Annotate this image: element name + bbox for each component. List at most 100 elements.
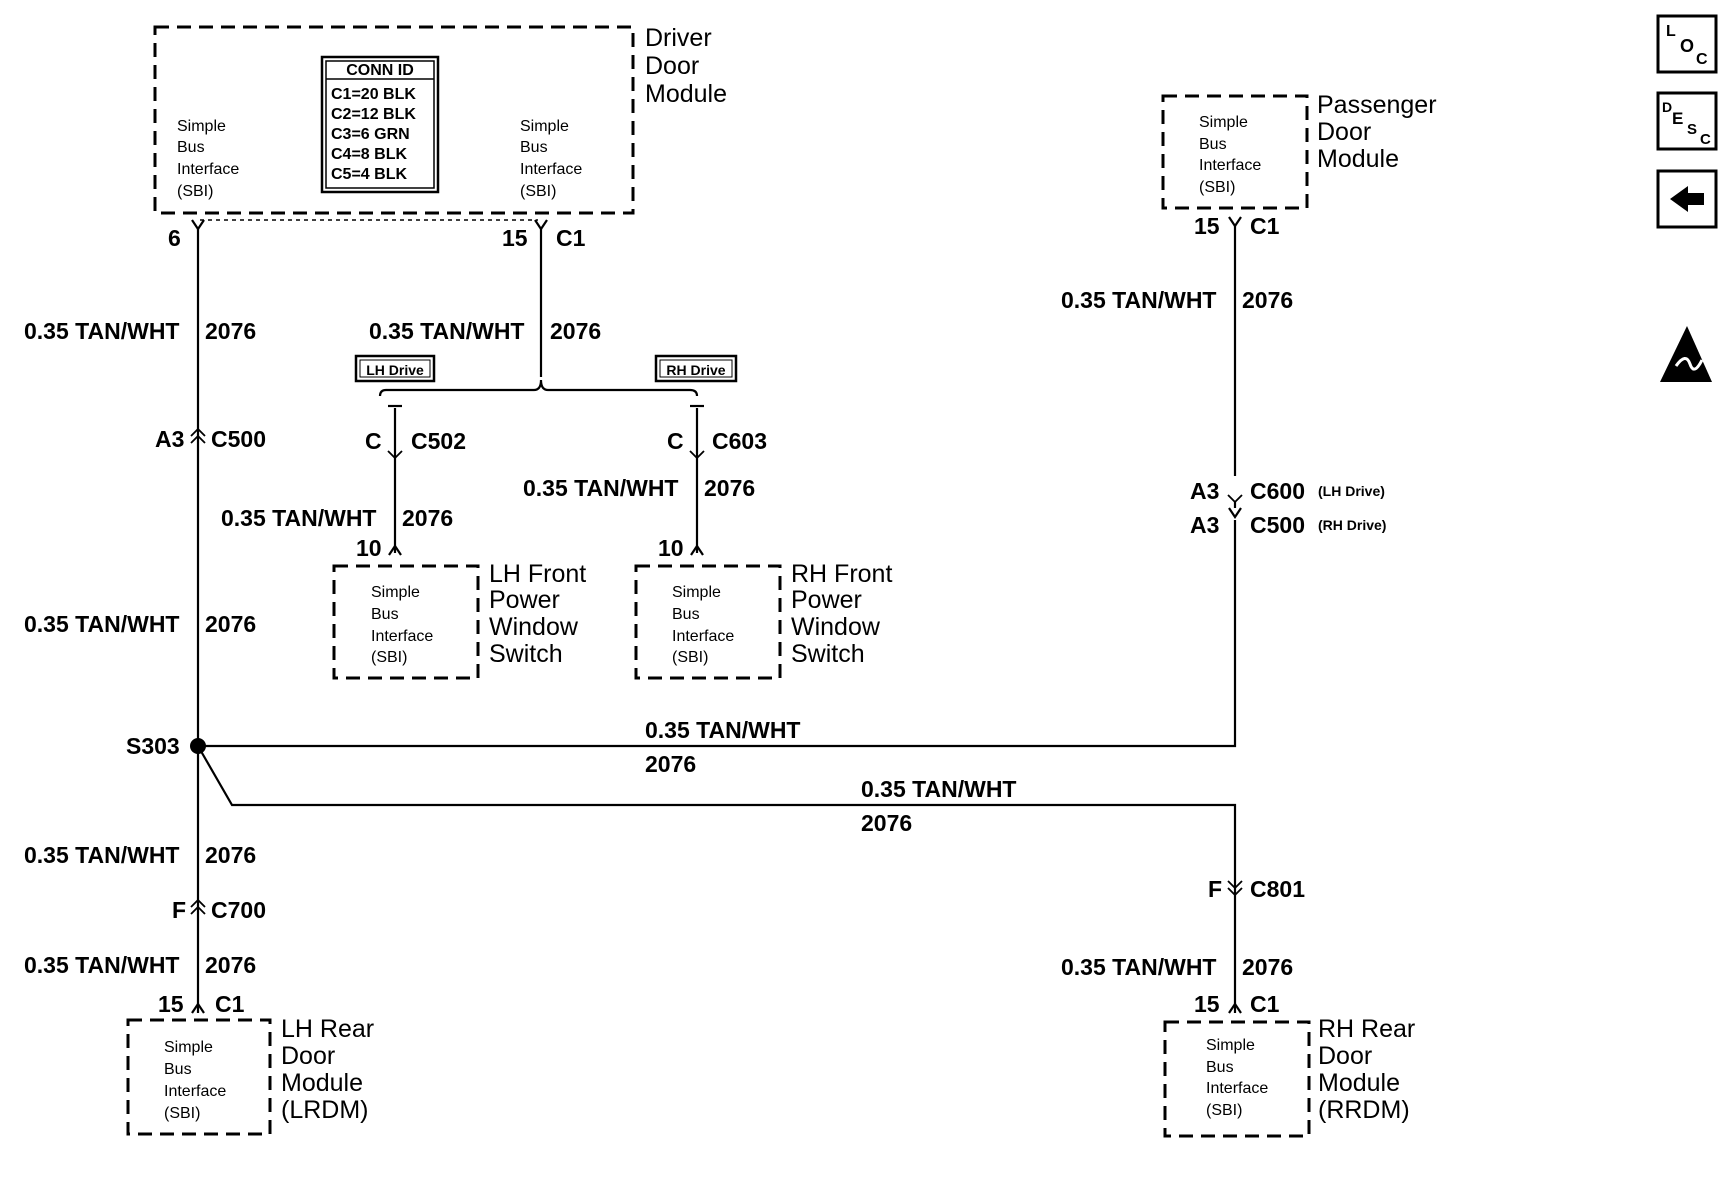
driver-door-module: Driver Door Module Simple Bus Interface … xyxy=(153,24,727,215)
circuit-label: 2076 xyxy=(861,810,912,836)
circuit-label: 2076 xyxy=(205,318,256,344)
driver-module-name-2: Door xyxy=(645,52,699,80)
module-name-3: Module xyxy=(1318,1069,1400,1097)
circuit-label: 2076 xyxy=(550,318,601,344)
circuit-label: 2076 xyxy=(205,842,256,868)
module-name-3: Module xyxy=(281,1069,363,1097)
connector-label: C1 xyxy=(1250,213,1280,239)
passenger-door-module: Simple Bus Interface (SBI) Passenger Doo… xyxy=(1161,91,1437,210)
option-bracket xyxy=(378,379,699,397)
wire-splice-to-passenger xyxy=(198,520,1237,748)
sbi-text-3: Interface xyxy=(1199,157,1261,174)
loc-letter-2: O xyxy=(1680,36,1694,56)
cavity-label: F xyxy=(172,897,186,923)
connector-c801: F C801 xyxy=(1208,876,1305,902)
connector-c600: A3 C600 (LH Drive) xyxy=(1190,478,1385,504)
lh-front-power-window-switch: Simple Bus Interface (SBI) LH Front Powe… xyxy=(332,560,586,680)
conn-id-row-1: C1=20 BLK xyxy=(331,86,416,103)
driver-left-sbi-2: Bus xyxy=(177,139,205,156)
desc-letter-2: E xyxy=(1672,109,1683,128)
connector-c502: C C502 xyxy=(365,428,466,460)
cavity-label: C xyxy=(365,428,382,454)
wire-label: 0.35 TAN/WHT xyxy=(24,842,179,868)
module-name-1: Passenger xyxy=(1317,91,1437,119)
desc-letter-3: S xyxy=(1687,121,1697,138)
conn-id-row-4: C4=8 BLK xyxy=(331,146,407,163)
conn-id-title: CONN ID xyxy=(346,62,414,79)
wire-label: 0.35 TAN/WHT xyxy=(24,318,179,344)
rh-switch-pin: 10 xyxy=(658,535,704,561)
module-name-4: (LRDM) xyxy=(281,1096,369,1124)
sbi-text-4: (SBI) xyxy=(672,649,708,666)
module-name-1: LH Front xyxy=(489,560,586,588)
driver-left-sbi-3: Interface xyxy=(177,161,239,178)
wire-label: 0.35 TAN/WHT xyxy=(24,611,179,637)
circuit-label: 2076 xyxy=(645,751,696,777)
module-name-3: Window xyxy=(791,613,881,641)
module-name-2: Door xyxy=(1318,1042,1372,1070)
rh-front-power-window-switch: Simple Bus Interface (SBI) RH Front Powe… xyxy=(634,560,892,680)
module-name-4: (RRDM) xyxy=(1318,1096,1410,1124)
esd-warning-icon xyxy=(1660,326,1712,382)
connector-label: C1 xyxy=(215,991,245,1017)
passenger-pin: 15 C1 xyxy=(1194,213,1280,239)
cavity-label: A3 xyxy=(155,426,184,452)
driver-right-pin: 15 C1 xyxy=(502,219,586,251)
cavity-label: F xyxy=(1208,876,1222,902)
driver-left-sbi-1: Simple xyxy=(177,118,226,135)
desc-icon[interactable]: D E S C xyxy=(1656,91,1718,151)
sbi-text-4: (SBI) xyxy=(1206,1102,1242,1119)
sbi-text-2: Bus xyxy=(1199,136,1227,153)
circuit-label: 2076 xyxy=(1242,287,1293,313)
wire-label: 0.35 TAN/WHT xyxy=(1061,954,1216,980)
lh-rear-pin: 15 C1 xyxy=(158,991,245,1017)
module-name-4: Switch xyxy=(791,640,865,668)
rh-drive-tag: RH Drive xyxy=(654,354,738,383)
back-arrow-icon[interactable] xyxy=(1656,169,1718,229)
pin-label: 10 xyxy=(356,535,382,561)
conn-id-table: CONN ID C1=20 BLK C2=12 BLK C3=6 GRN C4=… xyxy=(320,55,440,194)
rh-rear-pin: 15 C1 xyxy=(1194,991,1280,1017)
module-name-3: Module xyxy=(1317,145,1399,173)
module-name-1: RH Front xyxy=(791,560,892,588)
pin-label: 15 xyxy=(1194,213,1220,239)
sbi-text-1: Simple xyxy=(371,584,420,601)
wire-label: 0.35 TAN/WHT xyxy=(369,318,524,344)
sbi-text-4: (SBI) xyxy=(1199,179,1235,196)
pin-label: 15 xyxy=(158,991,184,1017)
sbi-text-2: Bus xyxy=(672,606,700,623)
driver-right-sbi-4: (SBI) xyxy=(520,183,556,200)
sbi-text-1: Simple xyxy=(1206,1037,1255,1054)
connector-c500-right: A3 C500 (RH Drive) xyxy=(1190,502,1386,538)
connector-label: C1 xyxy=(1250,991,1280,1017)
module-name-2: Power xyxy=(791,586,862,614)
connector-c603: C C603 xyxy=(667,428,767,460)
desc-letter-1: D xyxy=(1662,99,1672,115)
connector-c500-left: A3 C500 xyxy=(155,426,266,452)
driver-left-sbi-4: (SBI) xyxy=(177,183,213,200)
connector-label: C502 xyxy=(411,428,466,454)
loc-icon[interactable]: L O C xyxy=(1656,14,1718,74)
rh-rear-door-module: Simple Bus Interface (SBI) RH Rear Door … xyxy=(1163,1015,1415,1138)
desc-letter-4: C xyxy=(1700,131,1711,148)
wire-splice-to-rh-rear xyxy=(197,745,1237,1013)
pin-label: 10 xyxy=(658,535,684,561)
wire-label: 0.35 TAN/WHT xyxy=(861,776,1016,802)
wire-label: 0.35 TAN/WHT xyxy=(24,952,179,978)
splice-s303: S303 xyxy=(126,733,206,759)
cavity-label: A3 xyxy=(1190,478,1219,504)
sbi-text-1: Simple xyxy=(164,1039,213,1056)
option-tag-label: LH Drive xyxy=(366,362,424,378)
cavity-label: C xyxy=(667,428,684,454)
lh-drive-tag: LH Drive xyxy=(354,354,436,383)
lh-rear-door-module: Simple Bus Interface (SBI) LH Rear Door … xyxy=(126,1015,374,1136)
connector-label: C700 xyxy=(211,897,266,923)
driver-module-name-3: Module xyxy=(645,80,727,108)
connector-label: C500 xyxy=(1250,512,1305,538)
wire-label: 0.35 TAN/WHT xyxy=(523,475,678,501)
driver-right-sbi-2: Bus xyxy=(520,139,548,156)
connector-label: C600 xyxy=(1250,478,1305,504)
module-name-2: Door xyxy=(1317,118,1371,146)
module-name-1: RH Rear xyxy=(1318,1015,1415,1043)
